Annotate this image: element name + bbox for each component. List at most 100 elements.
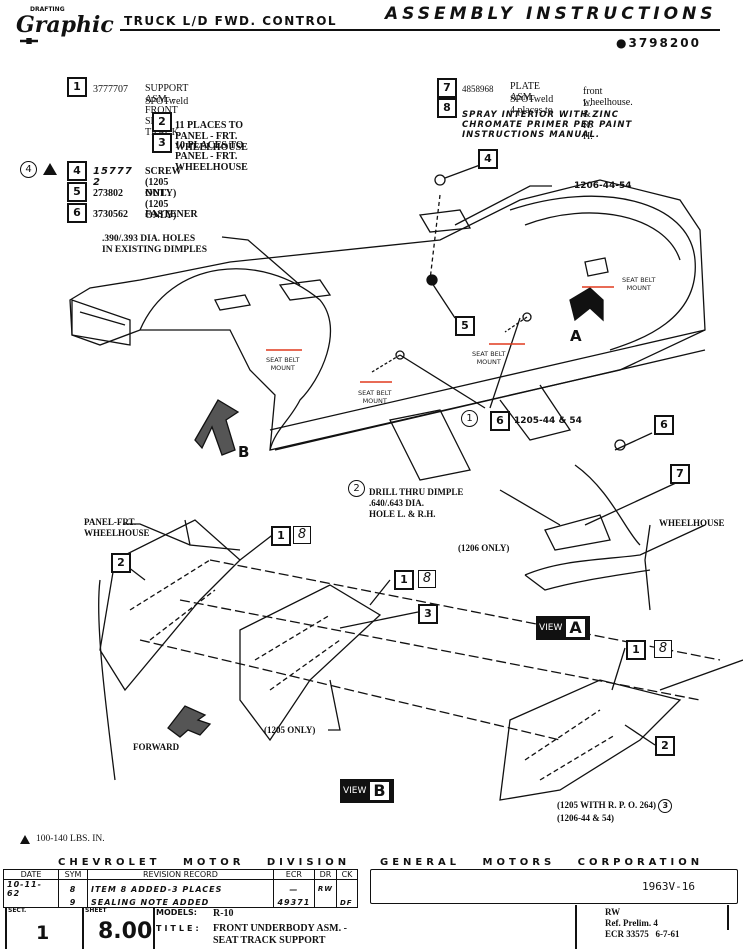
rev-ck: DF bbox=[336, 898, 358, 908]
sect-value: 1 bbox=[36, 922, 50, 944]
label-1206-only: (1206 ONLY) bbox=[458, 543, 510, 553]
corporation-name: GENERAL MOTORS CORPORATION bbox=[380, 857, 704, 868]
diagram-box-1b: 1 bbox=[394, 570, 414, 590]
label-forward: FORWARD bbox=[133, 742, 180, 752]
wheelhouse-right bbox=[509, 195, 696, 351]
diagram-box-2b: 2 bbox=[655, 736, 675, 756]
label-1206-44-54: 1206-44-54 bbox=[574, 181, 632, 191]
sect-label: SECT. bbox=[8, 907, 27, 914]
view-b-tag-text: VIEW bbox=[343, 786, 367, 796]
crossmember-1 bbox=[389, 409, 471, 481]
rev-record: ITEM 8 ADDED-3 PLACES bbox=[87, 879, 274, 898]
arrow-forward-shape bbox=[167, 705, 212, 738]
ref-ecr-date: 6-7-61 bbox=[655, 929, 680, 939]
label-drill-line3: HOLE L. & R.H. bbox=[369, 509, 436, 519]
callout-circle-4: 4 bbox=[20, 161, 37, 178]
sheet-label: SHEET bbox=[85, 907, 107, 914]
label-drill: DRILL THRU DIMPLE .640/.643 DIA. HOLE L.… bbox=[369, 487, 463, 520]
screw-head-4 bbox=[434, 174, 446, 186]
leader-box1-lower bbox=[239, 532, 276, 561]
part-box-4: 4 bbox=[67, 161, 87, 181]
part-box-1: 1 bbox=[67, 77, 87, 97]
callout-circle-1: 1 bbox=[461, 410, 478, 427]
diagram-box-1c: 1 bbox=[626, 640, 646, 660]
seat-belt-text: SEAT BELT bbox=[358, 389, 392, 397]
doc-code-box: 1963V-16 bbox=[370, 869, 738, 904]
doc-type-title: ASSEMBLY INSTRUCTIONS bbox=[385, 4, 717, 24]
view-a-letter: A bbox=[570, 327, 582, 345]
diagram-box-6a: 6 bbox=[490, 411, 510, 431]
doc-code: 1963V-16 bbox=[642, 880, 695, 893]
callout-circle-2: 2 bbox=[348, 480, 365, 497]
leader-box4 bbox=[444, 164, 481, 179]
support-mid bbox=[239, 584, 382, 742]
arrow-a-shape bbox=[569, 287, 604, 322]
crossmember-2 bbox=[499, 384, 572, 441]
view-a-plate bbox=[544, 514, 611, 551]
panel-right-lower bbox=[659, 659, 743, 691]
diagram-box-1a: 1 bbox=[271, 526, 291, 546]
models-label: MODELS: bbox=[156, 908, 197, 917]
part-desc-3: 10 PLACES TO PANEL - FRT. WHEELHOUSE bbox=[175, 140, 248, 173]
wheelhouse-left bbox=[139, 268, 332, 451]
leader-box1-right bbox=[611, 647, 626, 691]
label-panel-line1: PANEL-FRT. bbox=[84, 517, 137, 527]
fastener-c bbox=[614, 439, 626, 451]
leader-6a bbox=[399, 354, 486, 409]
support-left bbox=[99, 519, 241, 692]
torque-triangle-icon bbox=[20, 834, 30, 844]
label-rpo-text: (1205 WITH R. P. O. 264) bbox=[557, 800, 657, 810]
title-label: TITLE: bbox=[156, 924, 202, 933]
front-edge bbox=[71, 299, 131, 346]
hinge-tab-far bbox=[214, 294, 251, 311]
rev-header-record: REVISION RECORD bbox=[87, 869, 274, 880]
diagram-note-8a: 8 bbox=[293, 526, 311, 544]
support-left-inner bbox=[129, 559, 216, 641]
mount-text: MOUNT bbox=[270, 364, 295, 372]
revision-row: 10-11-62 8 ITEM 8 ADDED-3 PLACES — RW bbox=[3, 879, 358, 898]
label-drill-line1: DRILL THRU DIMPLE bbox=[369, 487, 464, 497]
sect-divider bbox=[5, 907, 7, 949]
view-b-tag-letter: B bbox=[368, 780, 391, 802]
leader-holes bbox=[221, 236, 301, 286]
leader-panel bbox=[123, 523, 191, 546]
part-box-2: 2 bbox=[152, 112, 172, 132]
view-a-tag-letter: A bbox=[564, 617, 587, 639]
rev-record: SEALING NOTE ADDED bbox=[87, 898, 274, 908]
hinge-tab-left bbox=[278, 279, 332, 301]
title-line1: FRONT UNDERBODY ASM. - bbox=[213, 923, 347, 934]
hinge-tab-mid bbox=[418, 209, 472, 233]
rev-header-dr: DR bbox=[313, 869, 338, 880]
mount-text: MOUNT bbox=[362, 397, 387, 405]
label-holes-line2: IN EXISTING DIMPLES bbox=[102, 245, 208, 255]
part-desc-4: SCREW (1205 ONLY) bbox=[145, 166, 182, 199]
rev-sym: 8 bbox=[58, 879, 88, 898]
seat-belt-bracket bbox=[584, 257, 609, 277]
leader-box1-mid bbox=[369, 579, 391, 606]
rev-header-ecr: ECR bbox=[272, 869, 315, 880]
leader-6b bbox=[489, 317, 521, 409]
label-panel-wheelhouse: PANEL-FRT. WHEELHOUSE bbox=[84, 517, 150, 539]
label-panel-line2: WHEELHOUSE bbox=[84, 528, 150, 538]
leader-wheelhouse bbox=[644, 524, 651, 611]
ref-ecr: ECR 33575 bbox=[605, 929, 649, 939]
seat-belt-text: SEAT BELT bbox=[622, 276, 656, 284]
part-number-5: 273802 bbox=[93, 188, 123, 199]
view-b-letter: B bbox=[238, 443, 250, 461]
part-box-5: 5 bbox=[67, 182, 87, 202]
torque-note-text: 100-140 LBS. IN. bbox=[36, 834, 105, 844]
part-box-8: 8 bbox=[437, 98, 457, 118]
leader-box2-right bbox=[624, 724, 656, 746]
rev-ck bbox=[336, 879, 358, 898]
torque-triangle-icon bbox=[43, 163, 57, 175]
models-divider bbox=[153, 907, 155, 949]
diagram-box-2a: 2 bbox=[111, 553, 131, 573]
sheet-value: 8.00 bbox=[98, 919, 153, 944]
support-right bbox=[499, 679, 682, 801]
rev-ecr: — bbox=[272, 879, 315, 898]
fastener-a-axis bbox=[371, 354, 401, 373]
mount-text: MOUNT bbox=[476, 358, 501, 366]
